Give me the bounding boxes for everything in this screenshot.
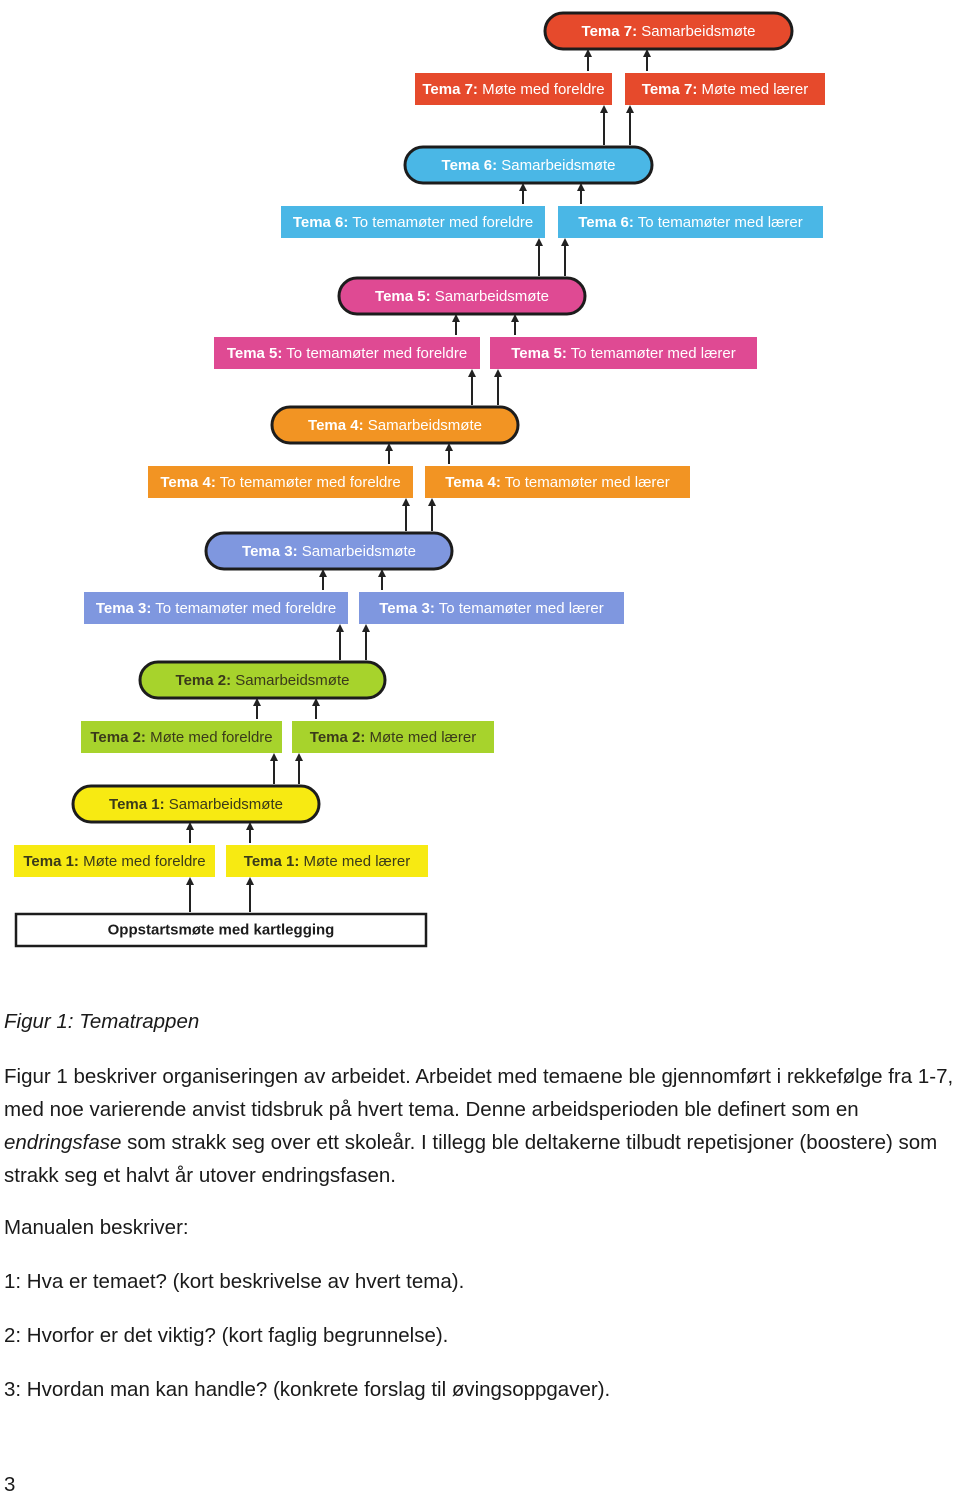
tema-7-parents-label-rest: Møte med foreldre	[478, 81, 605, 98]
manual-item-3: 3: Hvordan man kan handle? (konkrete for…	[4, 1378, 611, 1401]
tema-4-meeting-label-bold: Tema 4:	[308, 417, 364, 434]
tema-3-meeting-label-bold: Tema 3:	[242, 543, 298, 560]
tema-6-parents-label-rest: To temamøter med foreldre	[348, 214, 533, 231]
tema-2-meeting-label-bold: Tema 2:	[176, 672, 232, 689]
tema-2-parents-label: Tema 2: Møte med foreldre	[90, 729, 272, 746]
tema-3-parents-label-rest: To temamøter med foreldre	[151, 600, 336, 617]
tema-3-parents-label: Tema 3: To temamøter med foreldre	[96, 600, 336, 617]
tema-5-parents-label-bold: Tema 5:	[227, 345, 283, 362]
manual-item-1: 1: Hva er temaet? (kort beskrivelse av h…	[4, 1270, 465, 1293]
tema-5-parents-label-rest: To temamøter med foreldre	[282, 345, 467, 362]
tema-2-teachers-label-rest: Møte med lærer	[365, 729, 476, 746]
tema-7-parents-label: Tema 7: Møte med foreldre	[422, 81, 604, 98]
tema-1-teachers-label: Tema 1: Møte med lærer	[244, 853, 410, 870]
tema-5-teachers-label-bold: Tema 5:	[511, 345, 567, 362]
tema-3-teachers-label-rest: To temamøter med lærer	[435, 600, 604, 617]
tema-4-meeting-pill	[270, 405, 520, 445]
tema-1-teachers-label-bold: Tema 1:	[244, 853, 300, 870]
tema-7-meeting-label-bold: Tema 7:	[582, 23, 638, 40]
tema-7-teachers-label: Tema 7: Møte med lærer	[642, 81, 808, 98]
tema-5-meeting-pill	[337, 276, 587, 316]
tema-6-teachers-label-bold: Tema 6:	[578, 214, 634, 231]
tema-4-teachers-box	[425, 466, 690, 498]
tema-5-meeting-label-bold: Tema 5:	[375, 288, 431, 305]
tema-6-teachers-label: Tema 6: To temamøter med lærer	[578, 214, 803, 231]
tema-3-meeting-label: Tema 3: Samarbeidsmøte	[242, 543, 416, 560]
tema-1-parents-label-bold: Tema 1:	[23, 853, 79, 870]
manual-item-2: 2: Hvorfor er det viktig? (kort faglig b…	[4, 1324, 449, 1347]
tema-4-meeting-label-rest: Samarbeidsmøte	[364, 417, 482, 434]
tema-5-teachers-box	[490, 337, 757, 369]
tema-5-teachers-label-rest: To temamøter med lærer	[567, 345, 736, 362]
paragraph-part2: som strakk seg over ett skoleår. I tille…	[4, 1131, 938, 1187]
tema-2-parents-box	[81, 721, 282, 753]
tema-7-teachers-label-rest: Møte med lærer	[697, 81, 808, 98]
tema-5-parents-label: Tema 5: To temamøter med foreldre	[227, 345, 467, 362]
tema-5-parents-box	[214, 337, 480, 369]
page-number: 3	[4, 1473, 16, 1496]
tema-6-meeting-label: Tema 6: Samarbeidsmøte	[442, 157, 616, 174]
tema-2-meeting-label-rest: Samarbeidsmøte	[231, 672, 349, 689]
tema-1-meeting-label: Tema 1: Samarbeidsmøte	[109, 796, 283, 813]
tema-1-parents-label-rest: Møte med foreldre	[79, 853, 206, 870]
tema-1-meeting-label-rest: Samarbeidsmøte	[165, 796, 283, 813]
tema-3-teachers-label: Tema 3: To temamøter med lærer	[379, 600, 604, 617]
tema-3-meeting-label-rest: Samarbeidsmøte	[298, 543, 416, 560]
figure-caption: Figur 1: Tematrappen	[4, 1010, 200, 1033]
tema-6-meeting-pill	[403, 145, 654, 185]
tema-4-parents-label-bold: Tema 4:	[160, 474, 216, 491]
tema-2-parents-label-bold: Tema 2:	[90, 729, 146, 746]
tema-3-teachers-label-bold: Tema 3:	[379, 600, 435, 617]
tema-1-parents-label: Tema 1: Møte med foreldre	[23, 853, 205, 870]
tema-1-parents-box	[14, 845, 215, 877]
tema-7-parents-label-bold: Tema 7:	[422, 81, 478, 98]
tema-7-meeting-label-rest: Samarbeidsmøte	[637, 23, 755, 40]
start-label: Oppstartsmøte med kartlegging	[108, 922, 335, 939]
tema-1-meeting-pill	[71, 784, 321, 824]
tema-3-parents-label-bold: Tema 3:	[96, 600, 152, 617]
tema-4-teachers-label-bold: Tema 4:	[445, 474, 501, 491]
tema-3-meeting-pill	[204, 531, 454, 571]
tema-7-parents-box	[415, 73, 612, 105]
tema-6-parents-label-bold: Tema 6:	[293, 214, 349, 231]
tema-4-parents-box	[148, 466, 413, 498]
paragraph-emphasis: endringsfase	[4, 1131, 122, 1154]
tema-7-teachers-label-bold: Tema 7:	[642, 81, 698, 98]
tema-6-teachers-box	[558, 206, 823, 238]
description-paragraph: Figur 1 beskriver organiseringen av arbe…	[4, 1060, 960, 1192]
tema-1-meeting-label-bold: Tema 1:	[109, 796, 165, 813]
tema-6-parents-box	[281, 206, 545, 238]
tema-5-meeting-label-rest: Samarbeidsmøte	[431, 288, 549, 305]
tema-4-parents-label: Tema 4: To temamøter med foreldre	[160, 474, 400, 491]
tema-6-meeting-label-rest: Samarbeidsmøte	[497, 157, 615, 174]
manual-heading: Manualen beskriver:	[4, 1216, 189, 1239]
tema-1-teachers-box	[226, 845, 428, 877]
tema-4-parents-label-rest: To temamøter med foreldre	[216, 474, 401, 491]
tema-1-teachers-label-rest: Møte med lærer	[299, 853, 410, 870]
tema-7-teachers-box	[625, 73, 825, 105]
paragraph-part1: Figur 1 beskriver organiseringen av arbe…	[4, 1065, 954, 1121]
tema-7-meeting-label: Tema 7: Samarbeidsmøte	[582, 23, 756, 40]
tema-2-meeting-pill	[138, 660, 387, 700]
tema-2-meeting-label: Tema 2: Samarbeidsmøte	[176, 672, 350, 689]
tema-6-parents-label: Tema 6: To temamøter med foreldre	[293, 214, 533, 231]
tema-5-meeting-label: Tema 5: Samarbeidsmøte	[375, 288, 549, 305]
tema-2-parents-label-rest: Møte med foreldre	[146, 729, 273, 746]
tema-6-teachers-label-rest: To temamøter med lærer	[634, 214, 803, 231]
tema-4-teachers-label: Tema 4: To temamøter med lærer	[445, 474, 670, 491]
tema-2-teachers-box	[292, 721, 494, 753]
tema-6-meeting-label-bold: Tema 6:	[442, 157, 498, 174]
tema-5-teachers-label: Tema 5: To temamøter med lærer	[511, 345, 736, 362]
tema-4-teachers-label-rest: To temamøter med lærer	[501, 474, 670, 491]
tema-2-teachers-label-bold: Tema 2:	[310, 729, 366, 746]
tema-3-teachers-box	[359, 592, 624, 624]
tema-3-parents-box	[84, 592, 348, 624]
tema-4-meeting-label: Tema 4: Samarbeidsmøte	[308, 417, 482, 434]
start-box	[14, 912, 428, 948]
tema-7-meeting-pill	[543, 11, 794, 51]
tema-2-teachers-label: Tema 2: Møte med lærer	[310, 729, 476, 746]
